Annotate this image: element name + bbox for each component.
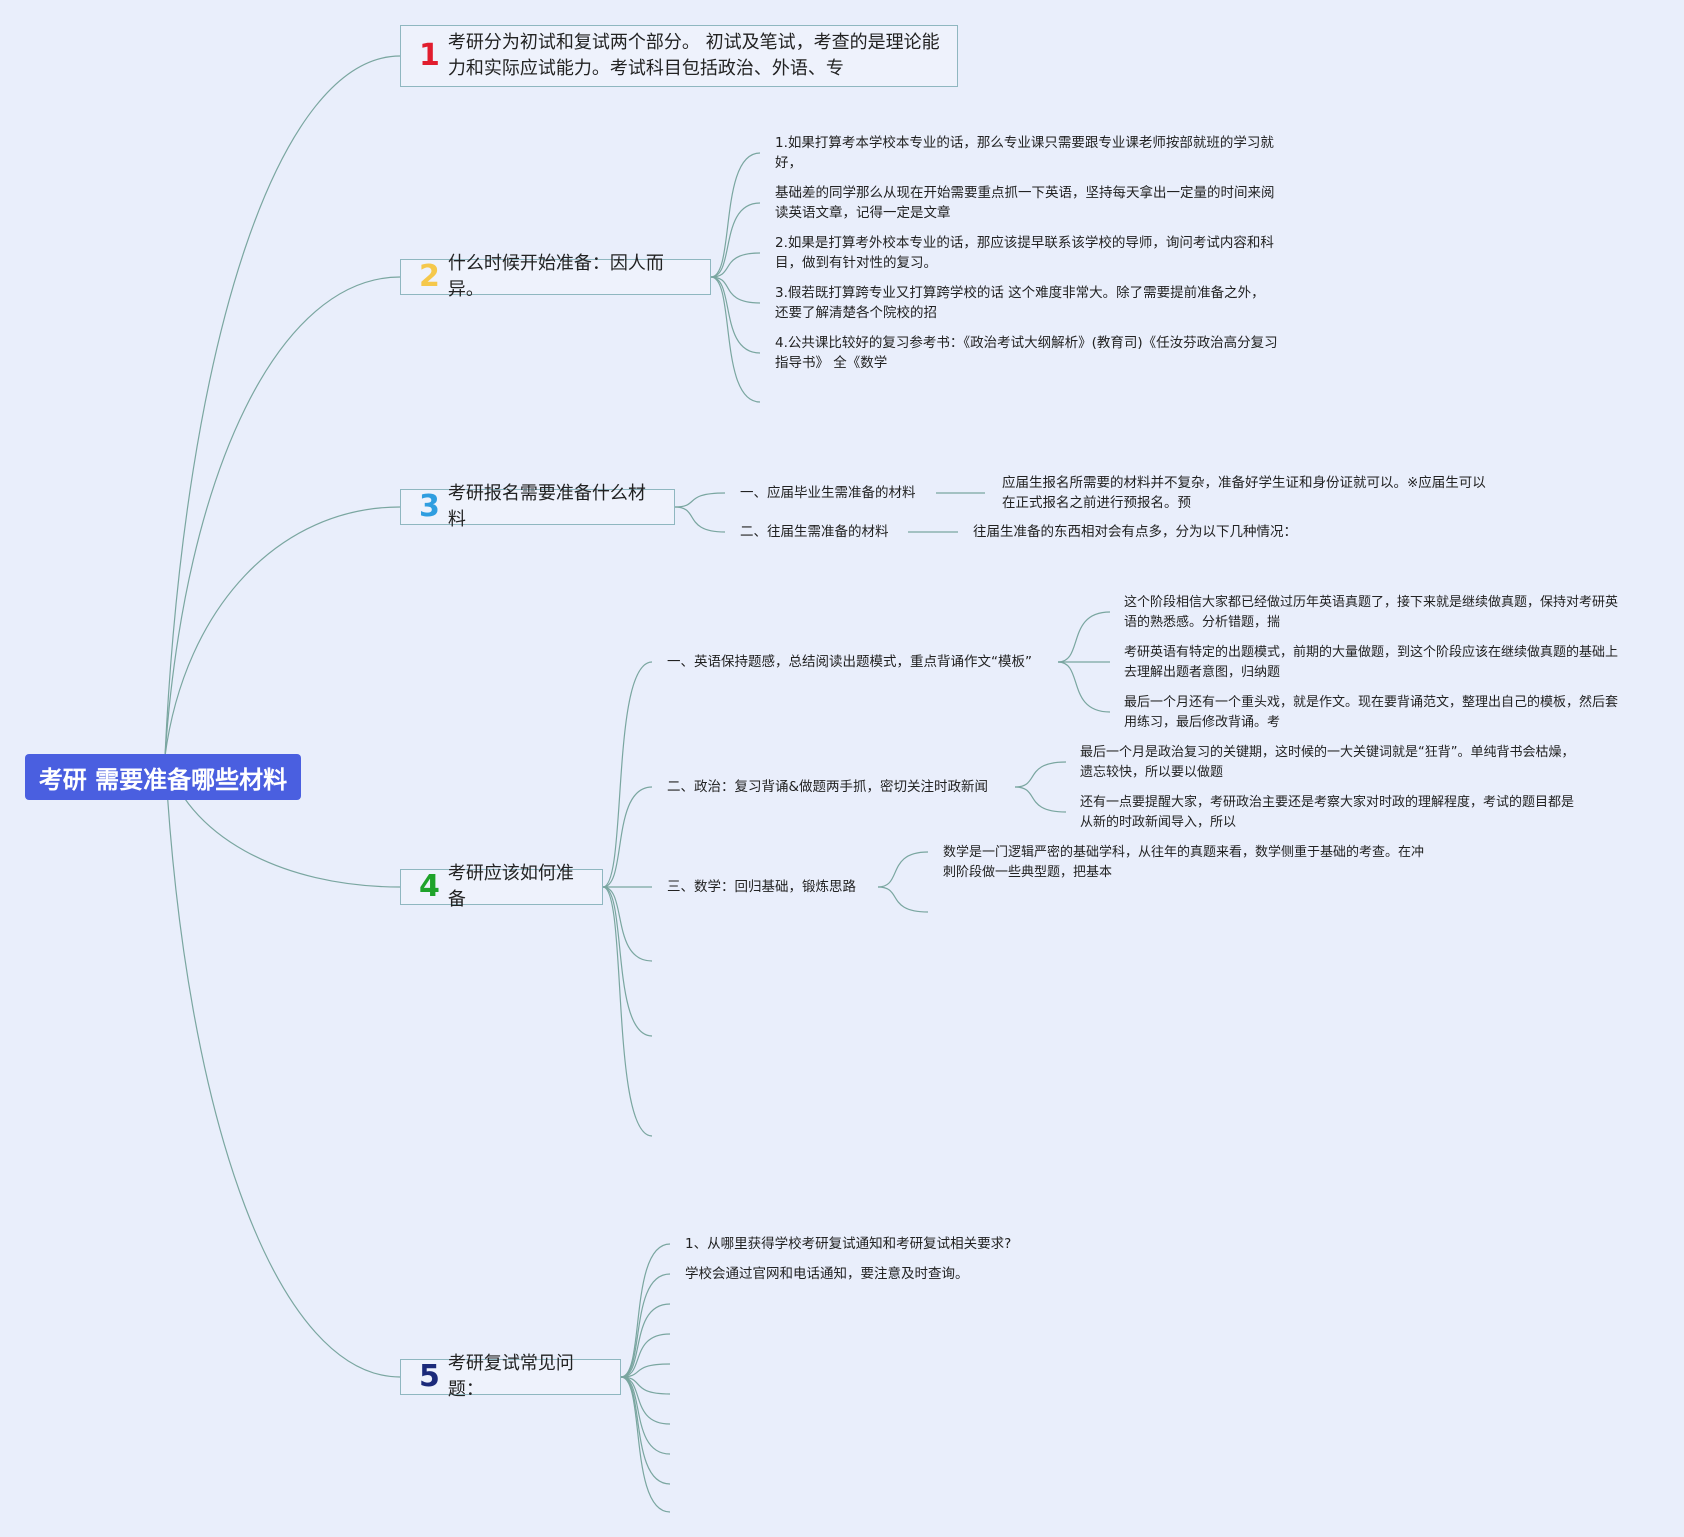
root-link-2: [164, 276, 401, 757]
topic-5-link-6: [620, 1376, 671, 1395]
topic-5-link-4: [620, 1333, 671, 1378]
topic-1[interactable]: 1 考研分为初试和复试两个部分。 初试及笔试，考查的是理论能力和实际应试能力。考…: [400, 25, 958, 87]
topic-4-number: 4: [419, 869, 440, 904]
topic-3-link-2: [674, 506, 726, 533]
topic-5-link-9: [620, 1376, 671, 1485]
topic-5-link-7: [620, 1376, 671, 1425]
topic-2-number: 2: [419, 259, 440, 294]
topic-4-branch-politics[interactable]: 二、政治：复习背诵&做题两手抓，密切关注时政新闻: [667, 779, 989, 795]
root-title: 考研 需要准备哪些材料: [38, 765, 288, 794]
topic-2-link-3: [710, 252, 761, 278]
topic-4-link-2: [602, 786, 653, 888]
topic-5[interactable]: 5 考研复试常见问题：: [400, 1353, 621, 1400]
topic-4-math-link-2: [877, 886, 929, 913]
topic-4-link-1: [602, 661, 653, 888]
topic-3-number: 3: [419, 489, 440, 524]
root-link-5: [164, 755, 401, 1378]
topic-5-link-8: [620, 1376, 671, 1455]
topic-2-link-4: [710, 276, 761, 304]
topic-5-text: 考研复试常见问题：: [447, 1353, 574, 1400]
topic-2-item-5[interactable]: 4.公共课比较好的复习参考书：《政治考试大纲解析》(教育司)《任汝芬政治高分复习…: [775, 335, 1278, 371]
topic-4-branch-math[interactable]: 三、数学：回归基础，锻炼思路: [667, 879, 856, 895]
topic-2-item-4[interactable]: 3.假若既打算跨专业又打算跨学校的话 这个难度非常大。除了需要提前准备之外，还要…: [775, 285, 1265, 321]
topic-5-link-3: [620, 1303, 671, 1378]
topic-4-english-link-3: [1057, 661, 1111, 713]
topic-4-english-detail-1[interactable]: 这个阶段相信大家都已经做过历年英语真题了，接下来就是继续做真题，保持对考研英语的…: [1124, 595, 1619, 630]
topic-2-text: 什么时候开始准备：因人而异。: [447, 253, 664, 300]
topic-5-link-5: [620, 1363, 671, 1378]
topic-4-politics-detail-2[interactable]: 还有一点要提醒大家，考研政治主要还是考察大家对时政的理解程度，考试的题目都是从新…: [1080, 795, 1575, 830]
topic-4-branch-english[interactable]: 一、英语保持题感，总结阅读出题模式，重点背诵作文“模板”: [667, 654, 1032, 670]
topic-4-math-detail-1[interactable]: 数学是一门逻辑严密的基础学科，从往年的真题来看，数学侧重于基础的考查。在冲刺阶段…: [943, 845, 1425, 880]
topic-2[interactable]: 2 什么时候开始准备：因人而异。: [400, 253, 711, 300]
topic-4-english-detail-2[interactable]: 考研英语有特定的出题模式，前期的大量做题，到这个阶段应该在继续做真题的基础上去理…: [1124, 645, 1619, 680]
topic-4-link-5: [602, 886, 653, 1037]
topic-4-link-6: [602, 886, 653, 1137]
topic-5-item-1[interactable]: 1、从哪里获得学校考研复试通知和考研复试相关要求?: [685, 1236, 1012, 1252]
topic-2-link-5: [710, 276, 761, 354]
topic-1-text: 考研分为初试和复试两个部分。 初试及笔试，考查的是理论能力和实际应试能力。考试科…: [447, 32, 940, 79]
topic-2-item-1[interactable]: 1.如果打算考本学校本专业的话，那么专业课只需要跟专业课老师按部就班的学习就好，: [775, 135, 1274, 171]
topic-4-link-4: [602, 886, 653, 962]
topic-2-link-1: [710, 152, 761, 278]
topic-3-branch-2[interactable]: 二、往届生需准备的材料: [740, 524, 889, 540]
topic-4-politics-detail-1[interactable]: 最后一个月是政治复习的关键期，这时候的一大关键词就是“狂背”。单纯背书会枯燥，遗…: [1080, 745, 1575, 780]
topic-5-link-10: [620, 1376, 671, 1513]
root-link-1: [164, 55, 401, 757]
topic-3-branch-2-detail[interactable]: 往届生准备的东西相对会有点多，分为以下几种情况：: [973, 524, 1297, 540]
topic-5-number: 5: [419, 1359, 440, 1394]
topic-4-math-link-1: [877, 851, 929, 888]
topic-1-number: 1: [419, 38, 440, 73]
topic-4-politics-link-1: [1014, 761, 1067, 788]
topic-4[interactable]: 4 考研应该如何准备: [400, 863, 603, 910]
topic-2-link-6: [710, 276, 761, 403]
topic-3-text: 考研报名需要准备什么材料: [447, 483, 646, 530]
topic-5-link-2: [620, 1273, 671, 1378]
topic-3-branch-1-detail[interactable]: 应届生报名所需要的材料并不复杂，准备好学生证和身份证就可以。※应届生可以在正式报…: [1002, 475, 1486, 511]
topic-4-english-detail-3[interactable]: 最后一个月还有一个重头戏，就是作文。现在要背诵范文，整理出自己的模板，然后套用练…: [1124, 695, 1619, 730]
root-topic[interactable]: 考研 需要准备哪些材料: [25, 754, 301, 800]
topic-5-link-1: [620, 1243, 671, 1378]
topic-3-branch-1[interactable]: 一、应届毕业生需准备的材料: [740, 485, 916, 501]
topic-5-item-2[interactable]: 学校会通过官网和电话通知，要注意及时查询。: [685, 1266, 969, 1282]
topic-2-link-2: [710, 202, 761, 278]
topic-4-english-link-1: [1057, 611, 1111, 663]
topic-2-item-2[interactable]: 基础差的同学那么从现在开始需要重点抓一下英语，坚持每天拿出一定量的时间来阅读英语…: [775, 185, 1275, 221]
topic-3[interactable]: 3 考研报名需要准备什么材料: [400, 483, 675, 530]
topic-4-text: 考研应该如何准备: [447, 863, 574, 910]
root-link-3: [164, 506, 401, 757]
topic-4-politics-link-2: [1014, 786, 1067, 813]
topic-3-link-1: [674, 492, 726, 508]
topic-2-item-3[interactable]: 2.如果是打算考外校本专业的话，那应该提早联系该学校的导师，询问考试内容和科目，…: [775, 235, 1274, 271]
